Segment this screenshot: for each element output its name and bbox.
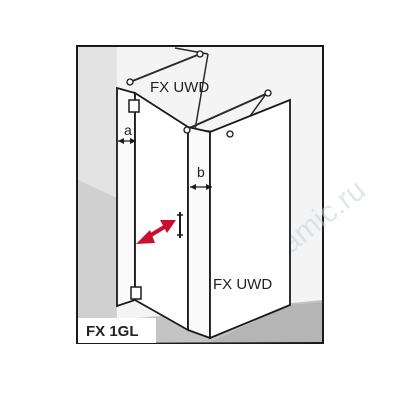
connector-joint-icon (196, 50, 204, 58)
fixed-glass-panel-right (187, 125, 211, 340)
fixed-glass-panel-left (116, 86, 136, 308)
dimension-a-arrow-left-icon (118, 138, 124, 144)
dimension-a-label: a (124, 122, 132, 138)
hinge-top-icon (128, 99, 140, 113)
side-panel-label: FX UWD (213, 276, 272, 293)
wall-corner-shadow (78, 180, 117, 343)
dimension-b-arrow-right-icon (206, 184, 212, 190)
door-swing-arrow-icon (136, 220, 176, 244)
floor-shadow (210, 302, 322, 342)
connector-joint-icon (126, 78, 134, 86)
support-bar-front-left (129, 53, 201, 83)
support-bar-back (184, 92, 269, 131)
side-glass-panel (209, 98, 291, 340)
hinge-bottom-icon (130, 286, 142, 300)
top-panel-label: FX UWD (150, 79, 209, 96)
connector-joint-icon (226, 130, 234, 138)
connector-joint-icon (183, 126, 191, 134)
model-label: FX 1GL (86, 323, 139, 340)
ceiling-rod-right (194, 53, 209, 131)
dimension-b-label: b (197, 164, 205, 180)
model-label-box (78, 318, 156, 343)
dimension-a-arrow-right-icon (130, 138, 136, 144)
connector-joint-icon (264, 89, 272, 97)
dimension-b-arrow-left-icon (190, 184, 196, 190)
door-glass-panel (134, 91, 189, 332)
